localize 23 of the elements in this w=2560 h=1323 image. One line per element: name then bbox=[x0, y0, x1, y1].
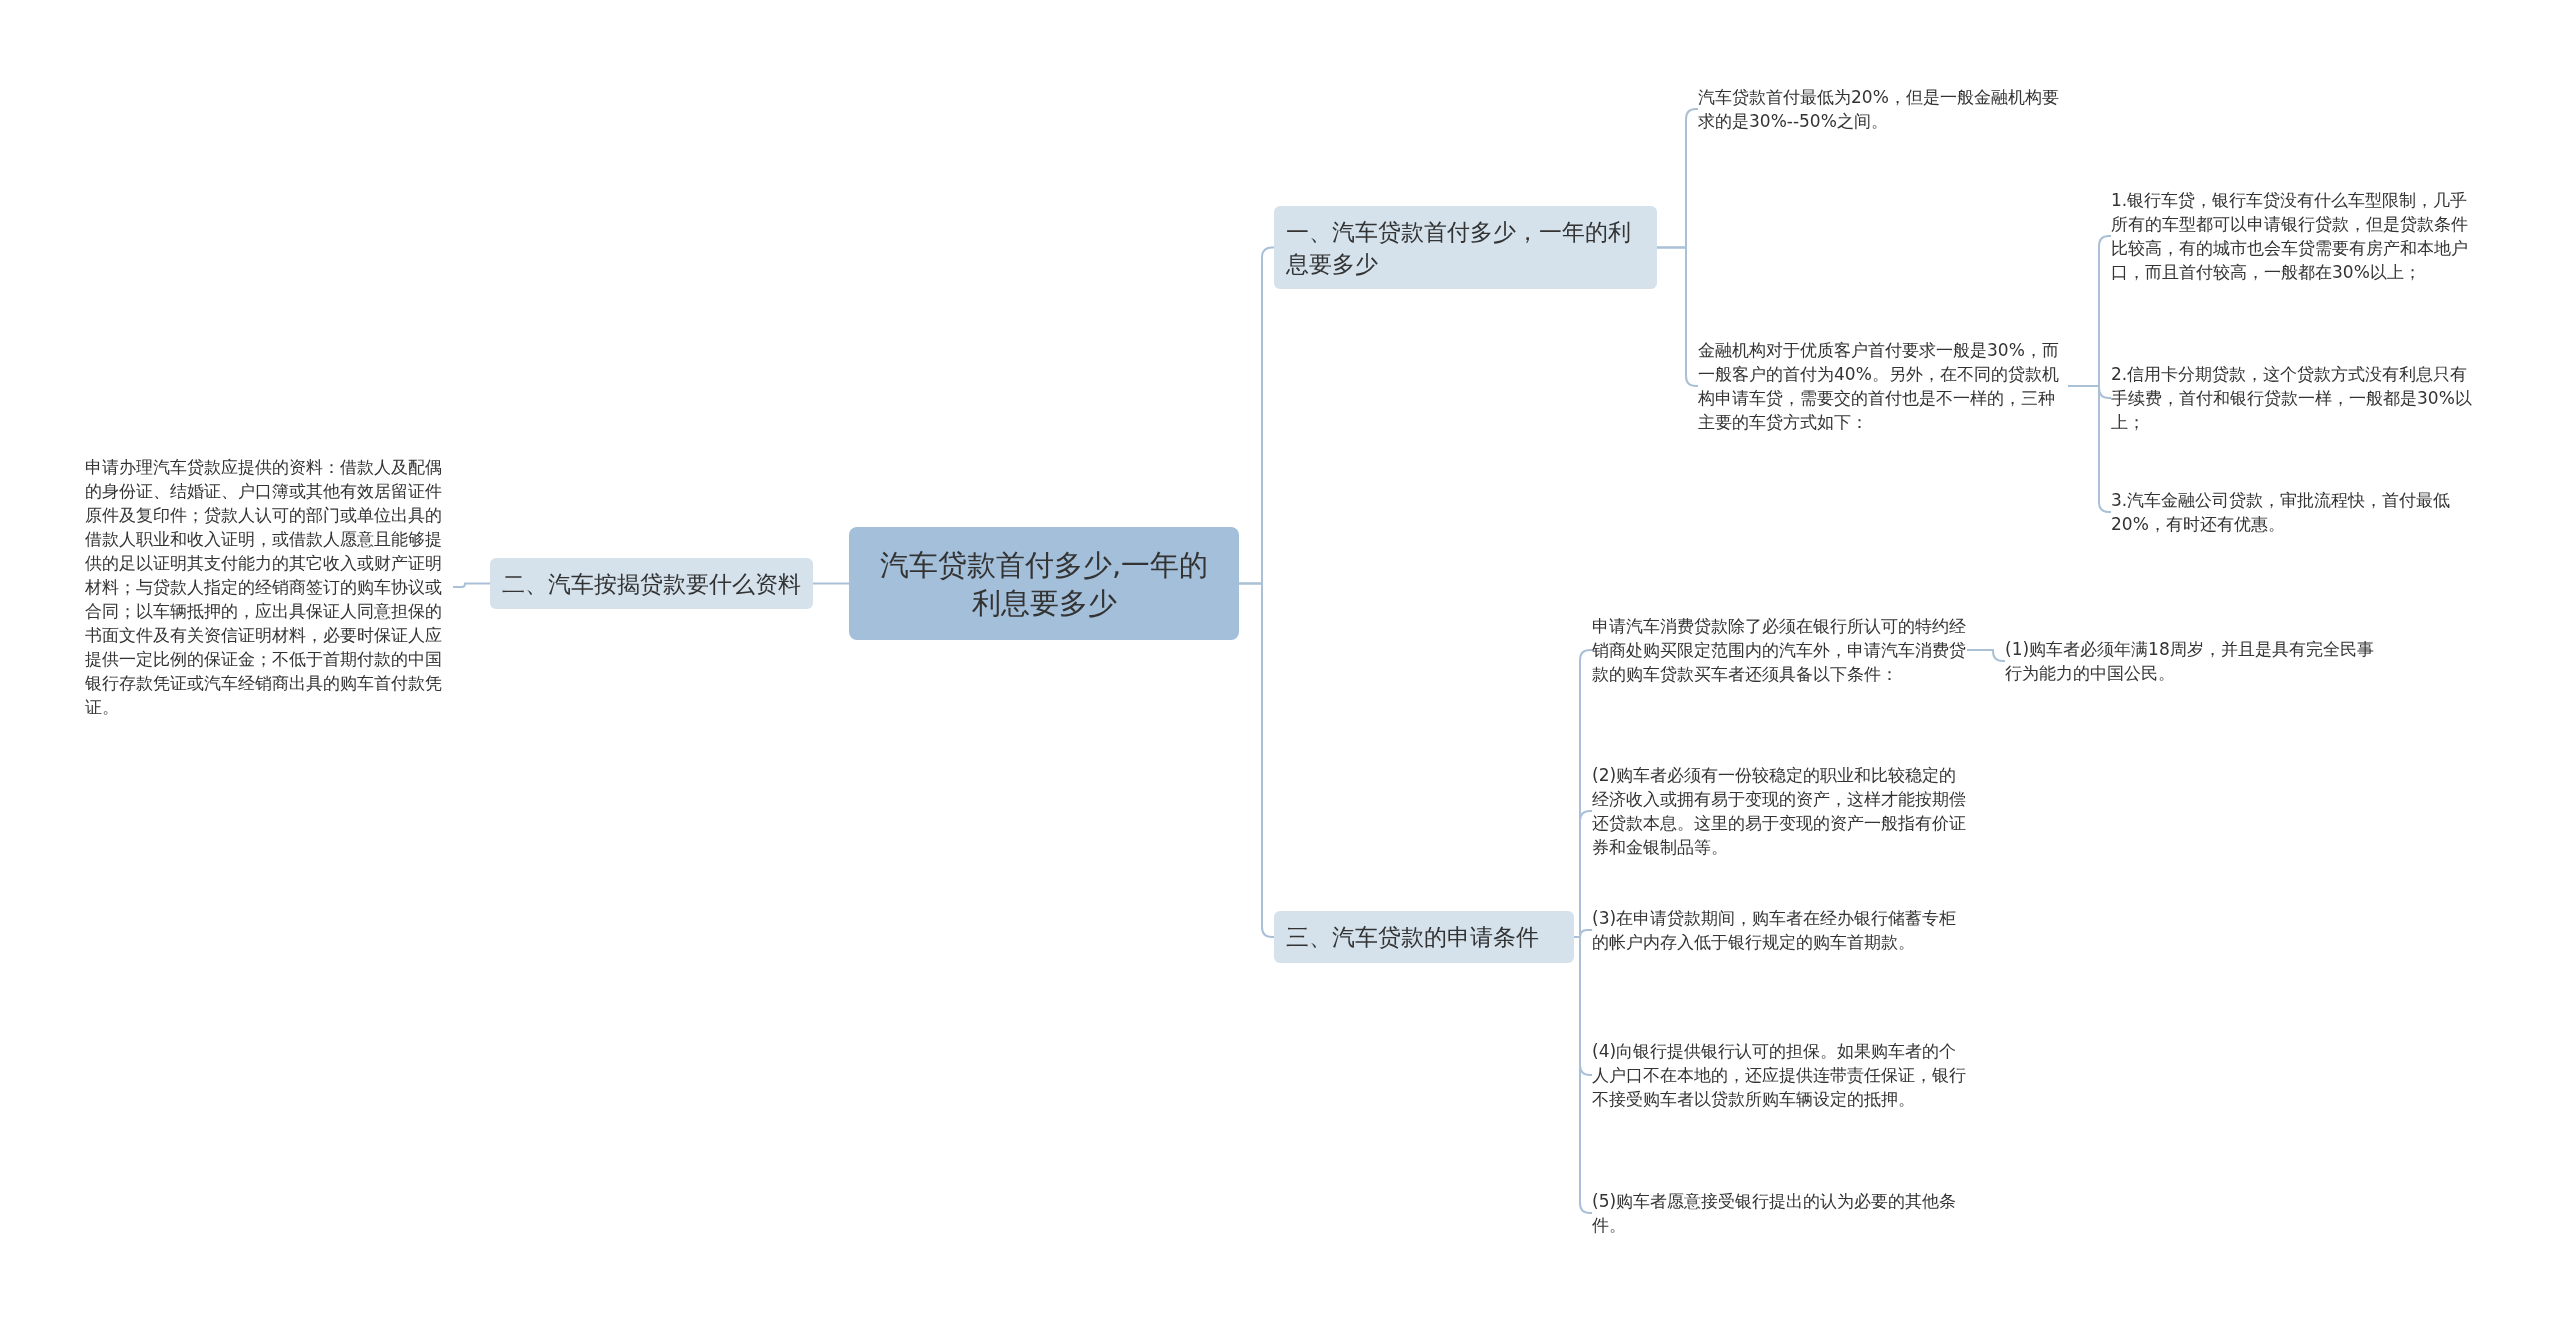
topic-text: 申请汽车消费贷款除了必须在银行所认可的特约经销商处购买限定范围内的汽车外，申请汽车消费贷款的购车贷款买车者还须具备以下条件： bbox=[1592, 614, 1967, 686]
connector-line bbox=[1656, 246, 1699, 387]
connector-line bbox=[812, 582, 850, 585]
topic-text: 1.银行车贷，银行车贷没有什么车型限制，几乎所有的车型都可以申请银行贷款，但是贷款条件比较高，有的城市也会车贷需要有房产和本地户口，而且首付较高，一般都在30%以上； bbox=[2111, 188, 2481, 284]
topic-text: 金融机构对于优质客户首付要求一般是30%，而一般客户的首付为40%。另外，在不同的贷款机构申请车贷，需要交的首付也是不一样的，三种主要的车贷方式如下： bbox=[1698, 338, 2068, 434]
connector-line bbox=[452, 582, 491, 588]
topic-text: 汽车贷款首付最低为20%，但是一般金融机构要求的是30%--50%之间。 bbox=[1698, 85, 2063, 133]
connector-line bbox=[1573, 936, 1593, 1214]
topic-box: 二、汽车按揭贷款要什么资料 bbox=[490, 558, 813, 609]
topic-text: 2.信用卡分期贷款，这个贷款方式没有利息只有手续费，首付和银行贷款一样，一般都是30%以上； bbox=[2111, 362, 2481, 434]
connector-line bbox=[1238, 582, 1275, 938]
topic-box: 一、汽车贷款首付多少，一年的利息要多少 bbox=[1274, 206, 1657, 289]
topic-text: (1)购车者必须年满18周岁，并且是具有完全民事行为能力的中国公民。 bbox=[2005, 637, 2375, 685]
connector-line bbox=[2067, 385, 2112, 513]
central-topic-box: 汽车贷款首付多少,一年的利息要多少 bbox=[849, 527, 1239, 640]
topic-box: 三、汽车贷款的申请条件 bbox=[1274, 911, 1574, 963]
connector-line bbox=[1966, 649, 2006, 662]
topic-text: (5)购车者愿意接受银行提出的认为必要的其他条件。 bbox=[1592, 1189, 1967, 1237]
topic-text: 申请办理汽车贷款应提供的资料：借款人及配偶的身份证、结婚证、户口簿或其他有效居留证件原件及复印件；贷款人认可的部门或单位出具的借款人职业和收入证明，或借款人愿意且能够提供的足以证明其支付能力的其它收入或财产证明材料；与贷款人指定的经销商签订的购车协议或合同；以车辆抵押的，应出具保证人同意担保的书面文件及有关资信证明材料，必要时保证人应提供一定比例的保证金；不低于首期付款的中国银行存款凭证或汽车经销商出具的购车首付款凭证。 bbox=[85, 455, 453, 719]
topic-text: (3)在申请贷款期间，购车者在经办银行储蓄专柜的帐户内存入低于银行规定的购车首期款。 bbox=[1592, 906, 1967, 954]
topic-text: (4)向银行提供银行认可的担保。如果购车者的个人户口不在本地的，还应提供连带责任保证，银行不接受购车者以贷款所购车辆设定的抵押。 bbox=[1592, 1039, 1967, 1111]
topic-text: 3.汽车金融公司贷款，审批流程快，首付最低20%，有时还有优惠。 bbox=[2111, 488, 2481, 536]
topic-text: (2)购车者必须有一份较稳定的职业和比较稳定的经济收入或拥有易于变现的资产，这样才能按期偿还贷款本息。这里的易于变现的资产一般指有价证券和金银制品等。 bbox=[1592, 763, 1967, 859]
